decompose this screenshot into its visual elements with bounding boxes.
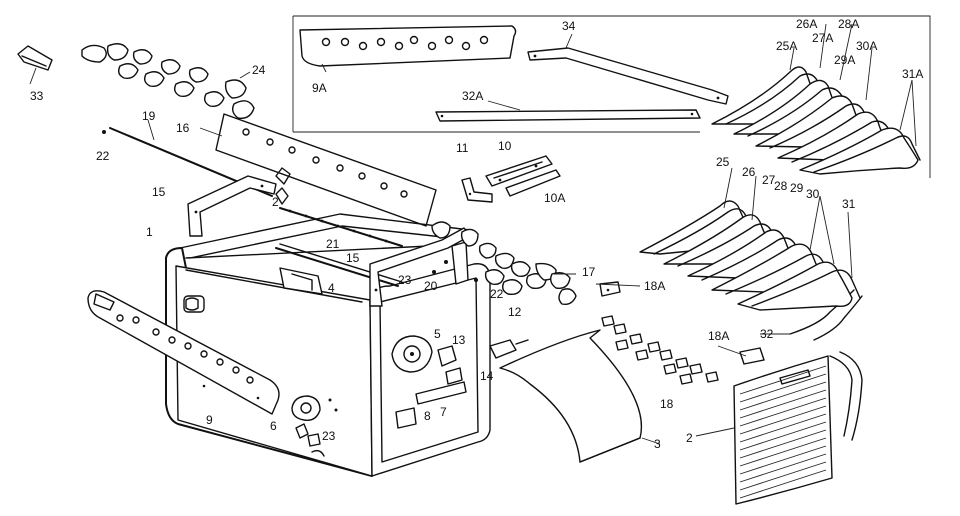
callout-18: 18 — [660, 397, 674, 411]
part-9-front-panel — [87, 290, 280, 415]
callout-2-top: 2 — [272, 195, 279, 209]
part-15-bracket-right — [369, 227, 471, 307]
part-5-motor — [391, 335, 433, 373]
part-13-component — [437, 345, 457, 367]
callout-32: 32 — [760, 327, 774, 341]
callout-8: 8 — [424, 409, 431, 423]
callout-31: 31 — [842, 197, 856, 211]
callout-9: 9 — [206, 413, 213, 427]
callout-32a: 32A — [462, 89, 483, 103]
part-22-screw-right — [474, 278, 478, 282]
main-ribbon-stack — [639, 200, 861, 311]
callout-28a: 28A — [838, 17, 859, 31]
part-14-component — [445, 367, 463, 385]
leader-lines — [29, 23, 917, 445]
part-bezel-rings-top — [81, 43, 255, 119]
callout-26: 26 — [742, 165, 756, 179]
part-7-bar — [415, 381, 467, 405]
part-12-control — [489, 339, 529, 359]
callout-17: 17 — [582, 265, 596, 279]
callout-31a: 31A — [902, 67, 923, 81]
callout-16: 16 — [176, 121, 190, 135]
callout-28: 28 — [774, 179, 788, 193]
callout-29a: 29A — [834, 53, 855, 67]
callout-27: 27 — [762, 173, 776, 187]
callout-33: 33 — [30, 89, 44, 103]
part-23-20-bracket — [432, 241, 469, 285]
part-33 — [17, 45, 53, 71]
part-10-switch — [485, 155, 553, 187]
callout-6: 6 — [270, 419, 277, 433]
part-16-plate — [199, 113, 437, 227]
callout-10: 10 — [498, 139, 512, 153]
part-18-clips — [601, 315, 719, 385]
callout-14: 14 — [480, 369, 494, 383]
part-1-cabinet — [165, 207, 491, 477]
callout-34: 34 — [562, 19, 576, 33]
part-11-bracket — [461, 177, 493, 203]
part-9a-control-panel — [299, 25, 517, 73]
callout-30a: 30A — [856, 39, 877, 53]
callout-5: 5 — [434, 327, 441, 341]
callout-9a: 9A — [312, 81, 327, 95]
callout-24: 24 — [252, 63, 266, 77]
part-17-bezel-chain — [431, 221, 577, 306]
part-10a-switch — [505, 169, 561, 197]
inset-ribbon-stack — [711, 66, 921, 175]
callout-11: 11 — [456, 141, 469, 155]
part-2-fasteners-top — [275, 167, 291, 205]
part-34-strap — [527, 33, 729, 105]
callout-20: 20 — [424, 279, 438, 293]
callout-3: 3 — [654, 437, 661, 451]
part-15-bracket-left — [187, 175, 277, 237]
callout-30: 30 — [806, 187, 820, 201]
callout-22-right: 22 — [490, 287, 504, 301]
inset-box — [292, 15, 931, 178]
callout-21: 21 — [326, 237, 340, 251]
part-3-shield — [499, 329, 643, 463]
callout-22: 22 — [96, 149, 110, 163]
part-18a-clip-lower — [739, 347, 765, 365]
callout-labels: 33 24 19 16 22 15 2 1 21 15 23 20 22 17 … — [30, 17, 923, 451]
callout-23: 23 — [398, 273, 412, 287]
callout-4: 4 — [328, 281, 335, 295]
part-32a-bar — [435, 100, 701, 122]
callout-13: 13 — [452, 333, 466, 347]
callout-10a: 10A — [544, 191, 565, 205]
callout-25: 25 — [716, 155, 730, 169]
callout-19: 19 — [142, 109, 156, 123]
callout-27a: 27A — [812, 31, 833, 45]
callout-15-right: 15 — [346, 251, 360, 265]
callout-1: 1 — [146, 225, 153, 239]
part-6-dial-knob — [291, 395, 338, 421]
part-18a-clip-upper — [599, 281, 621, 297]
callout-15: 15 — [152, 185, 166, 199]
callout-18a-upper: 18A — [644, 279, 665, 293]
callout-23-lower: 23 — [322, 429, 336, 443]
callout-29: 29 — [790, 181, 804, 195]
part-2-grille — [733, 355, 833, 505]
part-8-block — [395, 407, 417, 429]
callout-12: 12 — [508, 305, 522, 319]
part-23-fasteners — [295, 423, 325, 457]
callout-25a: 25A — [776, 39, 797, 53]
callout-2: 2 — [686, 431, 693, 445]
part-22-screw — [102, 130, 106, 134]
callout-7: 7 — [440, 405, 447, 419]
callout-18a-lower: 18A — [708, 329, 729, 343]
callout-26a: 26A — [796, 17, 817, 31]
